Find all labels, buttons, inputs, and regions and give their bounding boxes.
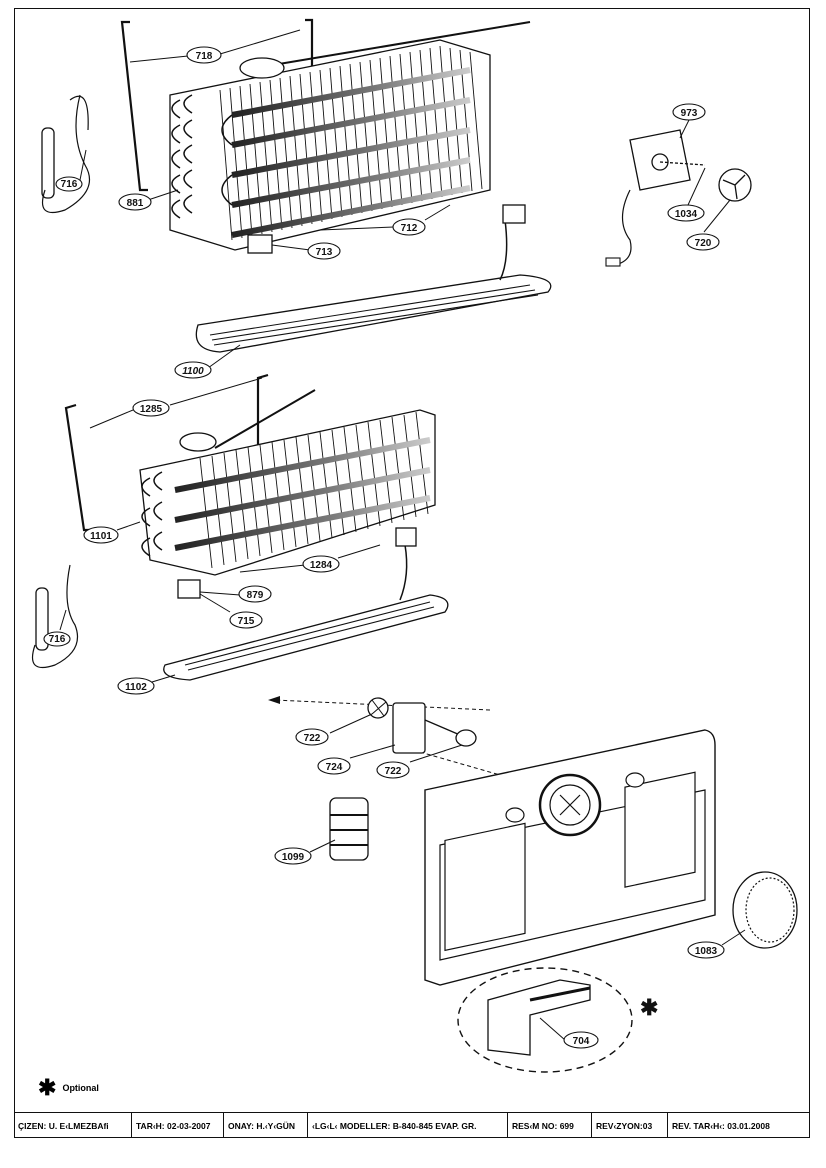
air-duct-panel <box>424 729 716 986</box>
callout-973: 973 <box>672 103 706 121</box>
svg-text:715: 715 <box>238 616 255 627</box>
svg-text:1083: 1083 <box>695 946 718 957</box>
lamp-cover <box>329 797 369 861</box>
callout-722-left: 722 <box>295 728 329 746</box>
callout-881: 881 <box>118 193 152 211</box>
callout-labels: 718 716 881 713 712 973 1034 720 1100 12… <box>43 46 725 1049</box>
callout-1100: 1100 <box>174 361 212 379</box>
callout-724: 724 <box>317 757 351 775</box>
optional-part-group: ✱ <box>457 967 658 1073</box>
evaporator-tubes <box>231 67 471 238</box>
svg-text:1101: 1101 <box>90 531 112 542</box>
callout-713: 713 <box>307 242 341 260</box>
callout-1102: 1102 <box>117 677 155 695</box>
suction-pipe <box>254 21 531 69</box>
svg-text:1102: 1102 <box>125 682 147 693</box>
svg-text:716: 716 <box>49 634 66 645</box>
svg-text:712: 712 <box>401 223 418 234</box>
callout-716-upper: 716 <box>55 176 83 192</box>
thermostat-sensor-upper <box>41 94 90 214</box>
heater-connector <box>247 234 273 254</box>
svg-text:973: 973 <box>681 108 698 119</box>
svg-text:1284: 1284 <box>310 560 333 571</box>
svg-text:713: 713 <box>316 247 333 258</box>
svg-text:724: 724 <box>326 762 343 773</box>
svg-text:1034: 1034 <box>675 209 698 220</box>
callout-1101: 1101 <box>83 526 119 544</box>
callout-1285: 1285 <box>132 399 170 417</box>
fan-motor-assembly <box>605 129 752 267</box>
svg-text:879: 879 <box>247 590 264 601</box>
callout-1083: 1083 <box>687 941 725 959</box>
callout-720: 720 <box>686 233 720 251</box>
optional-marker-icon: ✱ <box>640 995 658 1020</box>
svg-text:881: 881 <box>127 198 144 209</box>
svg-text:1100: 1100 <box>182 366 204 377</box>
callout-879: 879 <box>238 585 272 603</box>
callout-716-lower: 716 <box>43 631 71 647</box>
fan-motor-center <box>367 697 477 754</box>
svg-text:722: 722 <box>304 733 321 744</box>
callout-712: 712 <box>392 218 426 236</box>
thermostat-knob <box>732 871 798 949</box>
callout-1034: 1034 <box>667 204 705 222</box>
callout-715: 715 <box>229 611 263 629</box>
svg-text:722: 722 <box>385 766 402 777</box>
drawing-frame <box>14 8 810 1138</box>
return-bends <box>171 94 233 219</box>
drawn-by: ÇIZEN: U. E‹LMEZBAfi <box>14 1113 132 1138</box>
revision: REV‹ZYON:03 <box>592 1113 668 1138</box>
accumulator <box>239 57 285 79</box>
leader-lines <box>59 29 746 1041</box>
revision-date: REV. TAR‹H‹: 03.01.2008 <box>672 1120 770 1131</box>
upper-evaporator <box>120 18 531 254</box>
callout-722-right: 722 <box>376 761 410 779</box>
related-models: ‹LG‹L‹ MODELLER: B-840-845 EVAP. GR. <box>308 1113 508 1138</box>
approved-by: ONAY: H.‹Y‹GÜN <box>224 1113 308 1138</box>
drain-tray-lower <box>163 527 449 681</box>
optional-star-icon: ✱ <box>38 1075 57 1100</box>
svg-text:720: 720 <box>695 238 712 249</box>
legend-text: Optional <box>62 1083 99 1093</box>
callout-1284: 1284 <box>302 555 340 573</box>
svg-text:716: 716 <box>61 179 78 190</box>
bracket-left <box>120 20 148 192</box>
legend: ✱ Optional <box>38 1075 99 1100</box>
callout-718: 718 <box>186 46 222 64</box>
date: TAR‹H: 02-03-2007 <box>132 1113 224 1138</box>
svg-text:718: 718 <box>196 51 213 62</box>
drain-tray-upper <box>195 204 552 353</box>
svg-text:1285: 1285 <box>140 404 163 415</box>
drawing-number: RES‹M NO: 699 <box>508 1113 592 1138</box>
svg-text:1099: 1099 <box>282 852 305 863</box>
callout-1099: 1099 <box>274 847 312 865</box>
svg-text:704: 704 <box>573 1036 590 1047</box>
lower-evaporator <box>64 373 436 599</box>
callout-704: 704 <box>563 1031 599 1049</box>
thermostat-sensor-lower <box>31 564 79 669</box>
title-block: ÇIZEN: U. E‹LMEZBAfi TAR‹H: 02-03-2007 O… <box>14 1112 810 1138</box>
